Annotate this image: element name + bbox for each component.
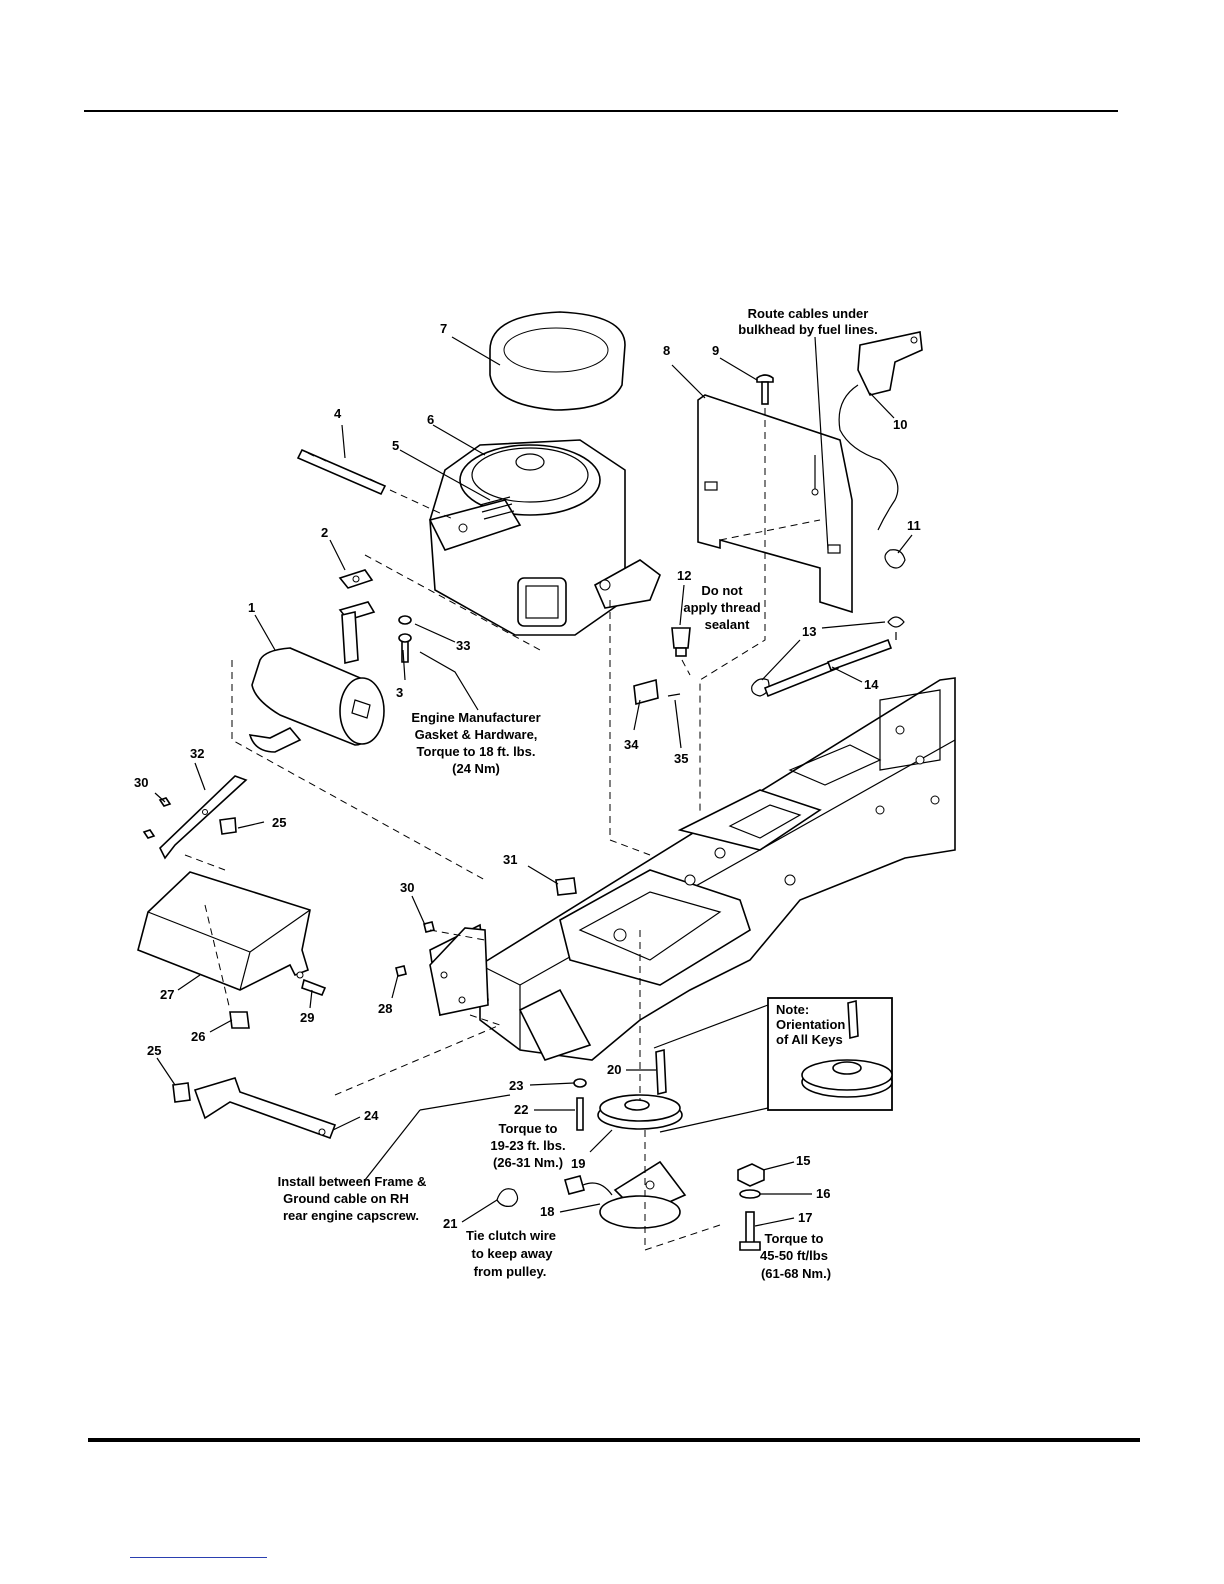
wire-clip (496, 1188, 519, 1207)
note-torque-19-23-3: (26-31 Nm.) (493, 1155, 563, 1170)
callout-30-right: 30 (400, 880, 414, 895)
note-engine-gasket-2: Gasket & Hardware, (415, 727, 538, 742)
pulley-assembly (573, 1048, 683, 1131)
footer-link-underline (130, 1557, 267, 1558)
note-torque-45-50-1: Torque to (765, 1231, 824, 1246)
note-route-cables-1: Route cables under (748, 306, 869, 321)
heat-shield (137, 871, 327, 997)
callout-16: 16 (816, 1186, 830, 1201)
callout-34: 34 (624, 737, 639, 752)
note-thread-sealant-3: sealant (705, 617, 750, 632)
callout-32: 32 (190, 746, 204, 761)
callout-20: 20 (607, 1062, 621, 1077)
callout-15: 15 (796, 1153, 810, 1168)
header-rule (84, 110, 1118, 112)
cage-nuts (172, 877, 577, 1103)
fitting (671, 627, 691, 657)
connector-clip (633, 678, 681, 706)
note-keys-1: Note: (776, 1002, 809, 1017)
engine (428, 439, 661, 636)
note-engine-gasket-3: Torque to 18 ft. lbs. (417, 744, 536, 759)
footer-rule (88, 1438, 1140, 1442)
callout-27: 27 (160, 987, 174, 1002)
callout-31: 31 (503, 852, 517, 867)
bulkhead (697, 394, 853, 614)
callout-2: 2 (321, 525, 328, 540)
callout-4: 4 (334, 406, 342, 421)
carriage-bolt (756, 374, 774, 405)
note-route-cables-2: bulkhead by fuel lines. (738, 322, 877, 337)
callout-1: 1 (248, 600, 255, 615)
note-keys-2: Orientation (776, 1017, 845, 1032)
callout-24: 24 (364, 1108, 379, 1123)
stud (296, 448, 456, 521)
note-torque-19-23-2: 19-23 ft. lbs. (490, 1138, 565, 1153)
note-install-frame-1: Install between Frame & (278, 1174, 427, 1189)
note-install-frame-2: Ground cable on RH (283, 1191, 409, 1206)
callout-21: 21 (443, 1216, 457, 1231)
note-keys-3: of All Keys (776, 1032, 843, 1047)
note-torque-19-23-1: Torque to (499, 1121, 558, 1136)
note-tie-clutch-3: from pulley. (474, 1264, 547, 1279)
callout-12: 12 (677, 568, 691, 583)
note-torque-45-50-3: (61-68 Nm.) (761, 1266, 831, 1281)
callout-26: 26 (191, 1029, 205, 1044)
muffler (248, 611, 385, 753)
mount-hardware (737, 1163, 765, 1251)
callout-13: 13 (802, 624, 816, 639)
callout-7: 7 (440, 321, 447, 336)
key-orientation-inset (653, 997, 893, 1133)
callout-35: 35 (674, 751, 688, 766)
callout-29: 29 (300, 1010, 314, 1025)
annotation-notes: Route cables under bulkhead by fuel line… (278, 306, 878, 1281)
callout-6: 6 (427, 412, 434, 427)
callout-22: 22 (514, 1102, 528, 1117)
callout-25-top: 25 (272, 815, 286, 830)
mount-plate (395, 921, 489, 1016)
callout-30-left: 30 (134, 775, 148, 790)
note-tie-clutch-2: to keep away (472, 1246, 554, 1261)
assembly-dashed-lines (184, 408, 766, 1251)
fuel-line (763, 638, 893, 698)
callout-10: 10 (893, 417, 907, 432)
note-torque-45-50-2: 45-50 ft/lbs (760, 1248, 828, 1263)
callout-5: 5 (392, 438, 399, 453)
callout-14: 14 (864, 677, 879, 692)
callout-11: 11 (907, 518, 921, 533)
note-thread-sealant-1: Do not (701, 583, 743, 598)
shield-bracket (142, 775, 248, 860)
callout-17: 17 (798, 1210, 812, 1225)
gasket (338, 569, 376, 621)
part-number-labels: 7 4 6 5 2 1 33 3 8 9 10 11 12 13 14 34 3… (134, 321, 921, 1231)
callout-3: 3 (396, 685, 403, 700)
skid-plate (193, 1077, 337, 1140)
throttle-control (838, 331, 923, 531)
callout-8: 8 (663, 343, 670, 358)
note-engine-gasket-1: Engine Manufacturer (411, 710, 540, 725)
screw-washer (398, 615, 412, 663)
callout-9: 9 (712, 343, 719, 358)
leader-lines (154, 336, 913, 1227)
note-tie-clutch-1: Tie clutch wire (466, 1228, 556, 1243)
callout-25-bottom: 25 (147, 1043, 161, 1058)
note-engine-gasket-4: (24 Nm) (452, 761, 500, 776)
note-thread-sealant-2: apply thread (683, 600, 760, 615)
callout-18: 18 (540, 1204, 554, 1219)
note-install-frame-3: rear engine capscrew. (283, 1208, 419, 1223)
electric-clutch (564, 1160, 687, 1229)
callout-28: 28 (378, 1001, 392, 1016)
callout-33: 33 (456, 638, 470, 653)
callout-23: 23 (509, 1078, 523, 1093)
air-shroud (489, 311, 626, 411)
callout-19: 19 (571, 1156, 585, 1171)
